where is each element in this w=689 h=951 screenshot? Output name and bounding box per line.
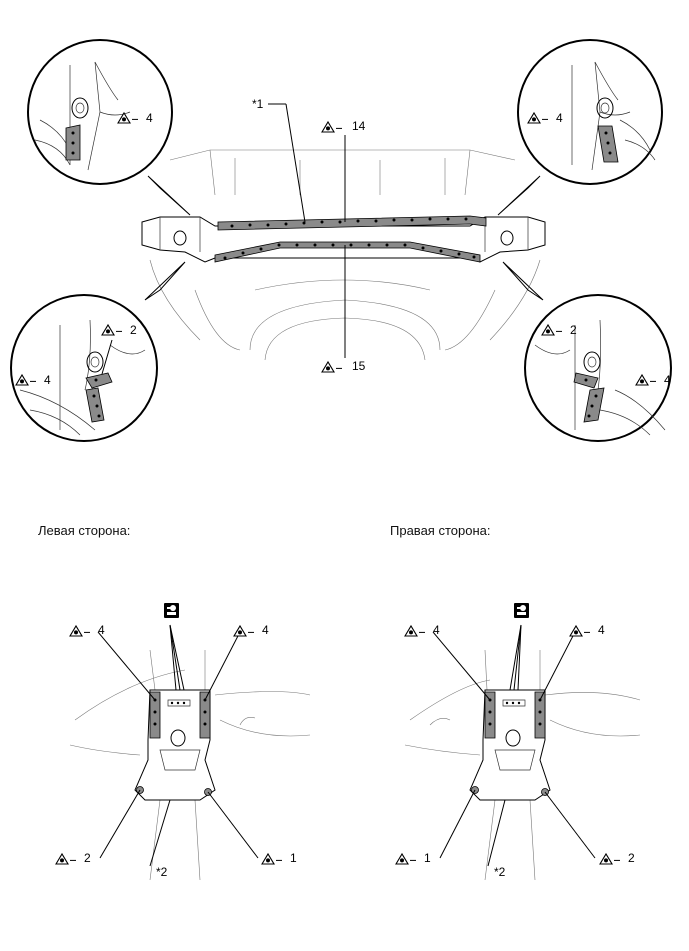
weld-count: 4 — [556, 111, 563, 125]
weld-strip-lower — [214, 241, 481, 263]
weld-strip-upper — [217, 215, 487, 231]
part-label-1: *1 — [252, 97, 264, 111]
weld-count-15: 15 — [352, 359, 366, 373]
weld-icon — [404, 625, 426, 637]
weld-icon — [569, 625, 591, 637]
weld-count: 4 — [98, 623, 105, 637]
weld-count: 1 — [424, 851, 431, 865]
crossmember — [141, 215, 546, 263]
weld-icon — [233, 625, 255, 637]
weld-count: 2 — [570, 323, 577, 337]
sealer-tool-icon — [514, 603, 529, 618]
weld-count-14: 14 — [352, 119, 366, 133]
weld-icon — [261, 853, 283, 865]
weld-icon — [599, 853, 621, 865]
weld-icon — [55, 853, 77, 865]
right-side-diagram — [404, 624, 641, 881]
weld-icon — [69, 625, 91, 637]
weld-count: 4 — [664, 373, 671, 387]
weld-count: 2 — [84, 851, 91, 865]
weld-count: 2 — [130, 323, 137, 337]
part-label-2: *2 — [156, 865, 168, 879]
crossmember-leaders — [268, 103, 346, 358]
weld-count: 4 — [146, 111, 153, 125]
weld-icon — [321, 361, 343, 373]
weld-icon — [395, 853, 417, 865]
right-side-title: Правая сторона: — [390, 523, 491, 538]
detail-circle-top-left — [27, 39, 191, 216]
weld-count: 1 — [290, 851, 297, 865]
detail-circle-bottom-left — [10, 261, 186, 442]
weld-count: 4 — [433, 623, 440, 637]
detail-circle-top-right — [497, 39, 663, 216]
weld-count: 4 — [262, 623, 269, 637]
weld-count: 4 — [44, 373, 51, 387]
weld-count: 2 — [628, 851, 635, 865]
body-background — [149, 149, 541, 361]
weld-icon — [321, 121, 343, 133]
weld-count: 4 — [598, 623, 605, 637]
left-side-title: Левая сторона: — [38, 523, 131, 538]
part-label-2: *2 — [494, 865, 506, 879]
sealer-tool-icon — [164, 603, 179, 618]
left-side-diagram — [69, 624, 311, 881]
